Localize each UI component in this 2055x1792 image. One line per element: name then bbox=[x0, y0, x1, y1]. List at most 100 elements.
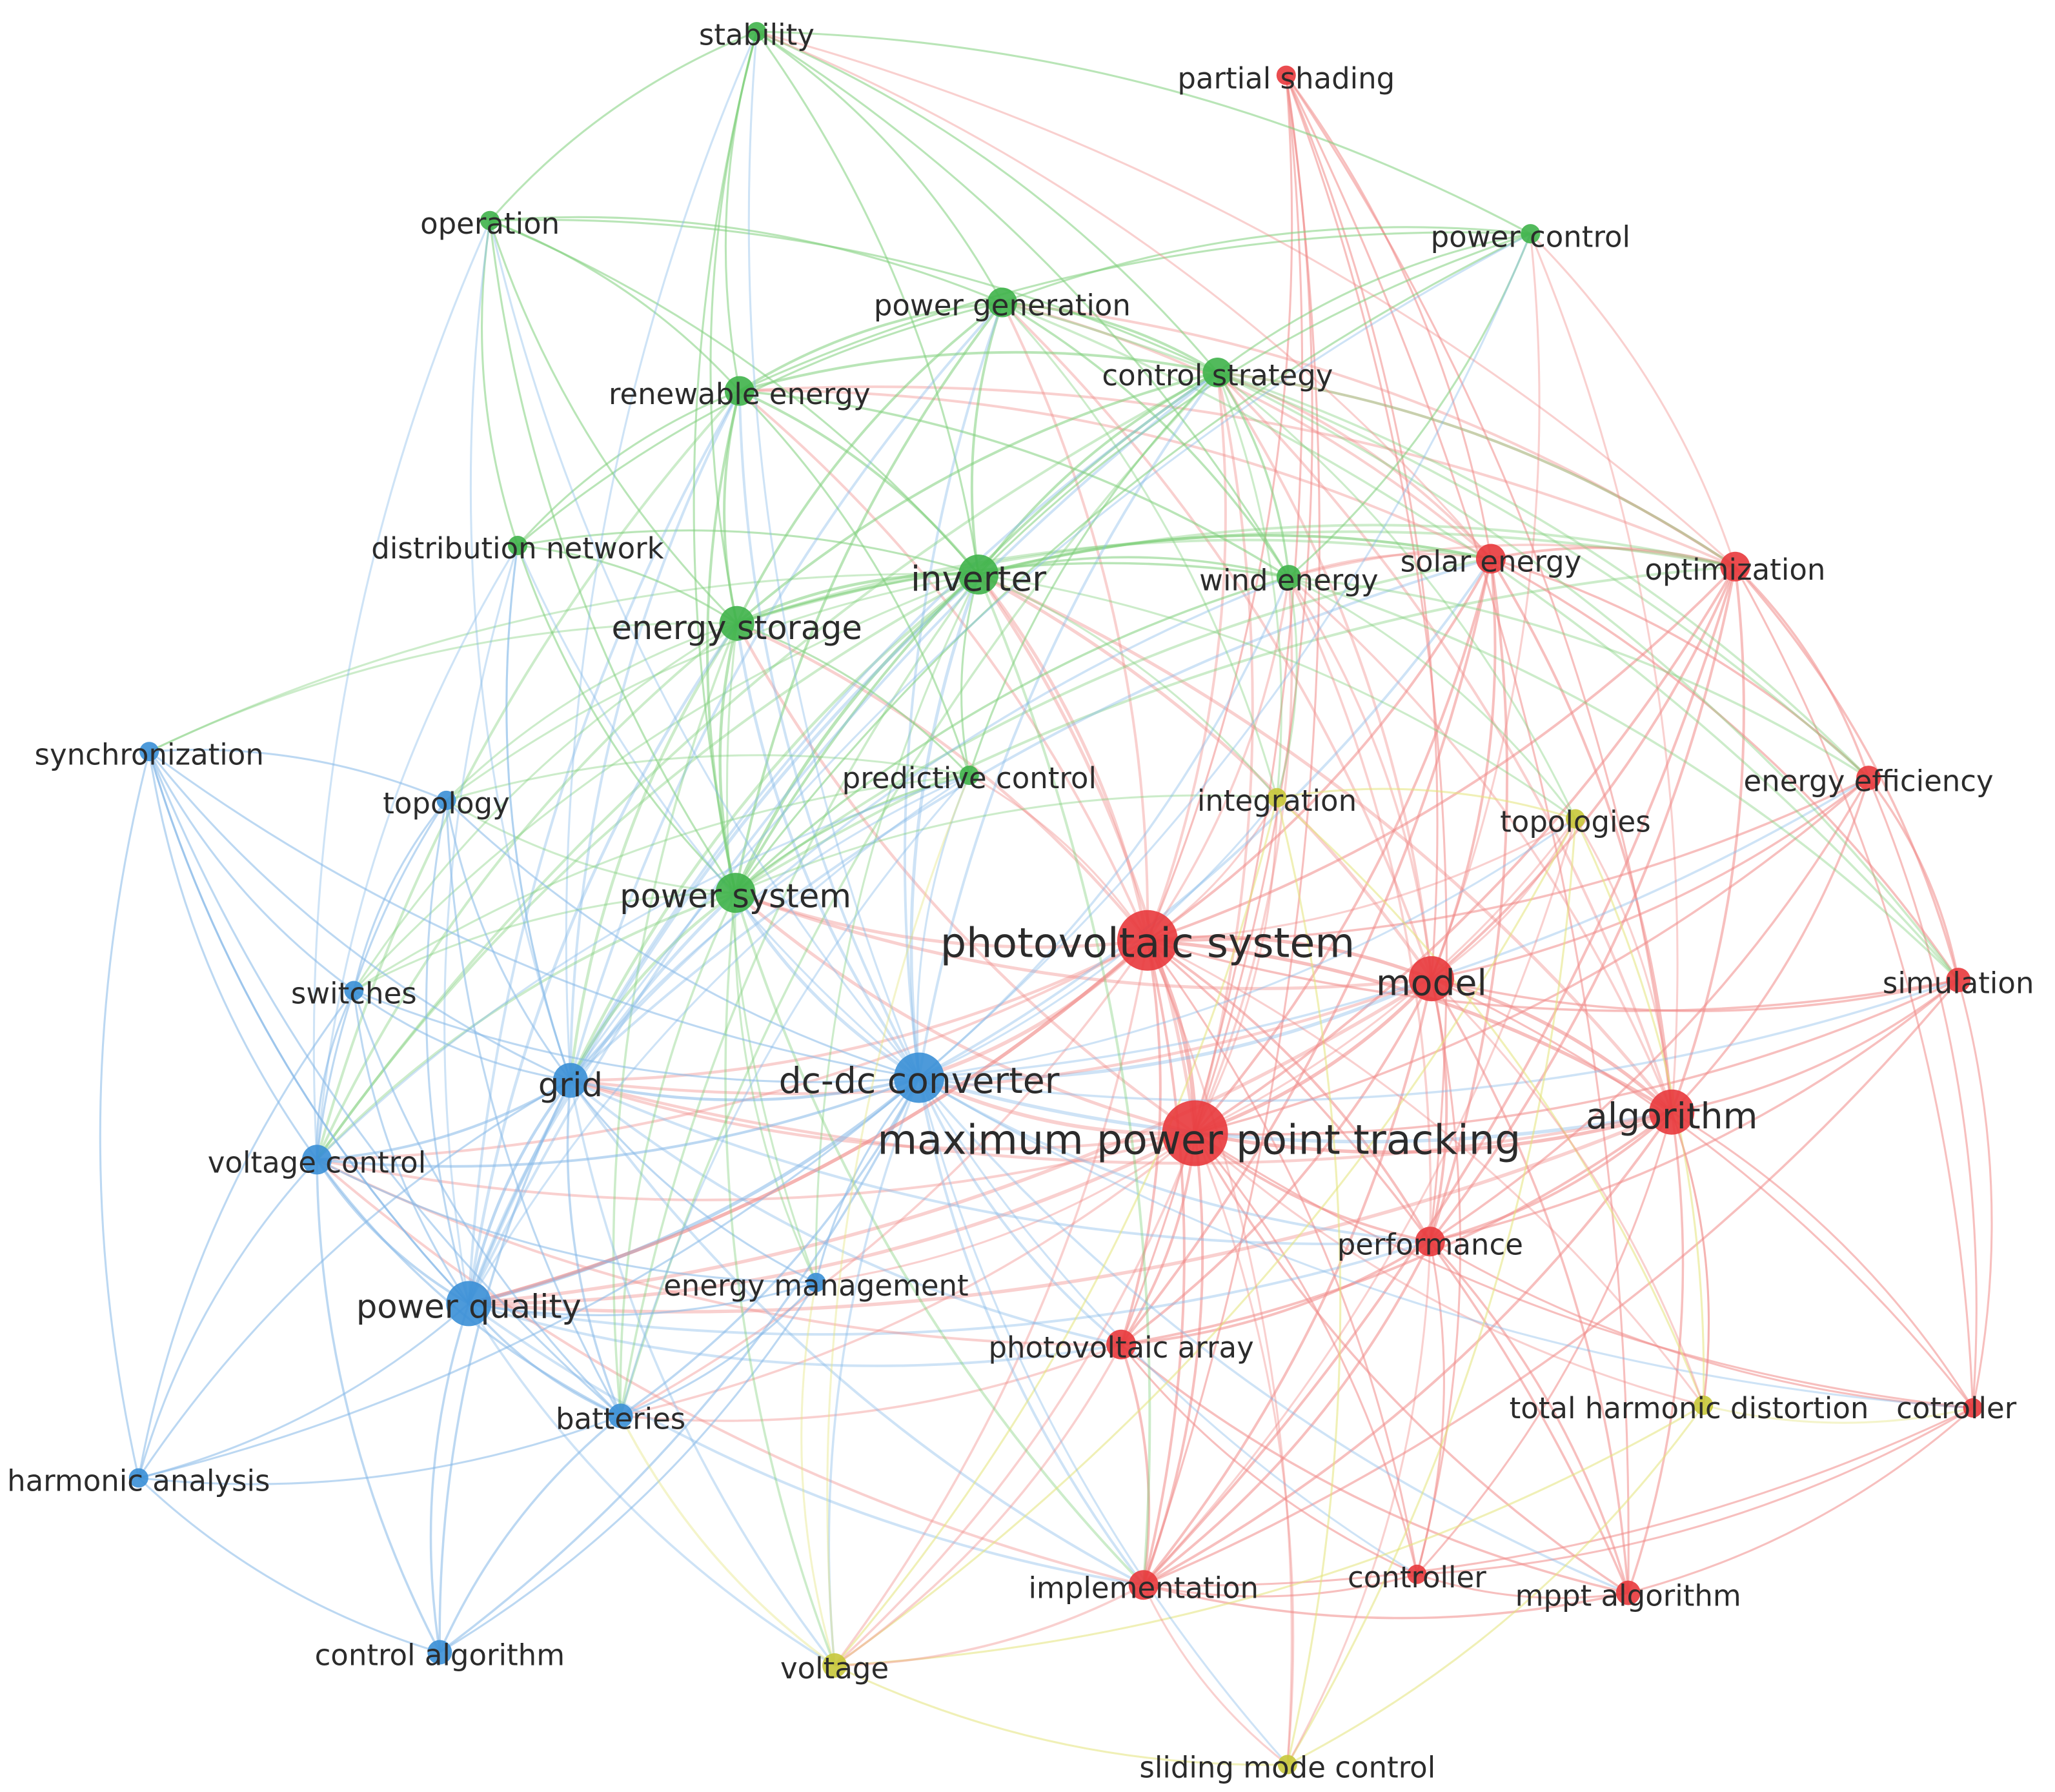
node-cotroller[interactable] bbox=[1963, 1398, 1983, 1418]
edge-mppt-algorithm--dc-dc-converter bbox=[918, 1077, 1629, 1594]
edge-maximum-power-point-tracking--controller bbox=[1194, 1132, 1418, 1575]
edge-implementation--grid bbox=[569, 1079, 1144, 1586]
node-control-strategy[interactable] bbox=[1202, 358, 1233, 387]
edge-voltage--power-quality bbox=[467, 1303, 836, 1667]
node-mppt-algorithm[interactable] bbox=[1615, 1580, 1641, 1605]
node-solar-energy[interactable] bbox=[1475, 544, 1506, 574]
node-stability[interactable] bbox=[747, 22, 767, 42]
edge-implementation--voltage-control bbox=[316, 1158, 1144, 1587]
node-algorithm[interactable] bbox=[1649, 1089, 1695, 1135]
node-control-algorithm[interactable] bbox=[427, 1640, 452, 1665]
node-total-harmonic-distortion[interactable] bbox=[1694, 1395, 1714, 1415]
edge-renewable-energy--distribution-network bbox=[516, 390, 740, 547]
edge-algorithm--photovoltaic-array bbox=[1120, 1111, 1673, 1346]
label-synchronization: synchronization bbox=[35, 737, 264, 771]
node-dc-dc-converter[interactable] bbox=[894, 1052, 944, 1103]
edge-dc-dc-converter--synchronization bbox=[148, 750, 920, 1079]
node-topologies[interactable] bbox=[1565, 809, 1585, 829]
node-wind-energy[interactable] bbox=[1276, 565, 1301, 590]
node-optimization[interactable] bbox=[1720, 551, 1750, 582]
edge-photovoltaic-system--performance bbox=[1146, 939, 1432, 1243]
edge-photovoltaic-system--simulation bbox=[1147, 939, 1959, 1012]
edge-dc-dc-converter--control-algorithm bbox=[439, 1077, 920, 1653]
edge-power-generation--renewable-energy bbox=[738, 301, 1003, 392]
edge-energy-storage--topology bbox=[445, 622, 738, 801]
edge-optimization--cotroller bbox=[1734, 565, 1974, 1409]
label-stability: stability bbox=[699, 17, 815, 52]
node-partial-shading[interactable] bbox=[1276, 65, 1296, 85]
node-power-generation[interactable] bbox=[987, 287, 1017, 318]
node-harmonic-analysis[interactable] bbox=[128, 1468, 148, 1488]
edge-batteries--energy-management bbox=[620, 1281, 817, 1417]
edge-inverter--energy-management bbox=[815, 574, 980, 1283]
node-power-quality[interactable] bbox=[446, 1281, 492, 1327]
node-simulation[interactable] bbox=[1946, 968, 1971, 993]
edge-model--implementation bbox=[1142, 978, 1433, 1586]
edge-renewable-energy--voltage-control bbox=[316, 390, 741, 1160]
node-implementation[interactable] bbox=[1128, 1570, 1159, 1600]
edge-cotroller--dc-dc-converter bbox=[918, 1077, 1973, 1409]
edge-model--solar-energy bbox=[1430, 558, 1497, 979]
edge-energy-storage--voltage-control bbox=[316, 622, 738, 1161]
edge-maximum-power-point-tracking--mppt-algorithm bbox=[1194, 1132, 1629, 1594]
node-operation[interactable] bbox=[480, 210, 500, 230]
edge-optimization--power-system bbox=[734, 565, 1736, 894]
label-total-harmonic-distortion: total harmonic distortion bbox=[1510, 1391, 1869, 1425]
node-voltage-control[interactable] bbox=[302, 1145, 332, 1175]
node-photovoltaic-system[interactable] bbox=[1117, 910, 1178, 971]
node-synchronization[interactable] bbox=[139, 742, 159, 762]
edge-model--cotroller bbox=[1431, 977, 1974, 1409]
node-sliding-mode-control[interactable] bbox=[1277, 1755, 1297, 1775]
label-maximum-power-point-tracking: maximum power point tracking bbox=[877, 1115, 1521, 1163]
node-renewable-energy[interactable] bbox=[724, 376, 754, 406]
edge-wind-energy--dc-dc-converter bbox=[918, 576, 1290, 1079]
node-power-system[interactable] bbox=[715, 873, 756, 913]
node-controller[interactable] bbox=[1407, 1564, 1427, 1584]
edge-performance--dc-dc-converter bbox=[918, 1076, 1430, 1243]
node-maximum-power-point-tracking[interactable] bbox=[1162, 1100, 1228, 1166]
edge-integration--topologies bbox=[1277, 788, 1576, 820]
node-model[interactable] bbox=[1408, 956, 1454, 1002]
edge-control-strategy--topologies bbox=[1217, 371, 1577, 820]
edge-wind-energy--stability bbox=[756, 30, 1290, 578]
edge-performance--grid bbox=[570, 1079, 1430, 1246]
edge-power-generation--integration bbox=[1001, 301, 1278, 799]
node-energy-management[interactable] bbox=[806, 1272, 826, 1292]
node-photovoltaic-array[interactable] bbox=[1106, 1329, 1137, 1359]
edge-implementation--controller bbox=[1143, 1573, 1417, 1598]
edge-control-strategy--renewable-energy bbox=[739, 351, 1218, 392]
edge-inverter--voltage-control bbox=[316, 573, 980, 1161]
node-batteries[interactable] bbox=[608, 1403, 633, 1429]
node-switches[interactable] bbox=[344, 981, 364, 1001]
edge-power-quality--harmonic-analysis bbox=[138, 1303, 470, 1480]
edge-power-control--algorithm bbox=[1529, 233, 1679, 1112]
node-integration[interactable] bbox=[1267, 788, 1287, 808]
edge-partial-shading--mppt-algorithm bbox=[1285, 74, 1630, 1593]
edge-power-system--energy-management bbox=[734, 893, 817, 1283]
node-grid[interactable] bbox=[552, 1063, 588, 1098]
node-distribution-network[interactable] bbox=[508, 536, 527, 555]
node-predictive-control[interactable] bbox=[959, 766, 979, 785]
edge-model--photovoltaic-array bbox=[1120, 978, 1433, 1346]
edge-simulation--implementation bbox=[1143, 979, 1959, 1586]
edge-power-system--integration bbox=[734, 794, 1277, 894]
edge-inverter--stability bbox=[756, 31, 980, 575]
edge-energy-storage--dc-dc-converter bbox=[735, 623, 920, 1079]
node-inverter[interactable] bbox=[958, 555, 999, 595]
edge-algorithm--dc-dc-converter bbox=[918, 1075, 1672, 1144]
edge-renewable-energy--predictive-control bbox=[738, 390, 971, 776]
node-energy-efficiency[interactable] bbox=[1856, 766, 1881, 791]
node-power-control[interactable] bbox=[1521, 224, 1541, 244]
edge-topologies--voltage bbox=[834, 818, 1577, 1667]
label-predictive-control: predictive control bbox=[842, 761, 1097, 795]
edge-model--algorithm bbox=[1431, 977, 1674, 1114]
node-topology[interactable] bbox=[436, 790, 456, 810]
edge-power-generation--power-system bbox=[734, 301, 1004, 893]
edge-algorithm--optimization bbox=[1670, 566, 1745, 1113]
node-voltage[interactable] bbox=[822, 1653, 847, 1678]
edge-implementation--dc-dc-converter bbox=[918, 1077, 1145, 1586]
node-energy-storage[interactable] bbox=[719, 606, 754, 641]
edge-topologies--implementation bbox=[1142, 819, 1577, 1586]
network-nodes bbox=[128, 22, 1983, 1775]
node-performance[interactable] bbox=[1415, 1227, 1445, 1257]
